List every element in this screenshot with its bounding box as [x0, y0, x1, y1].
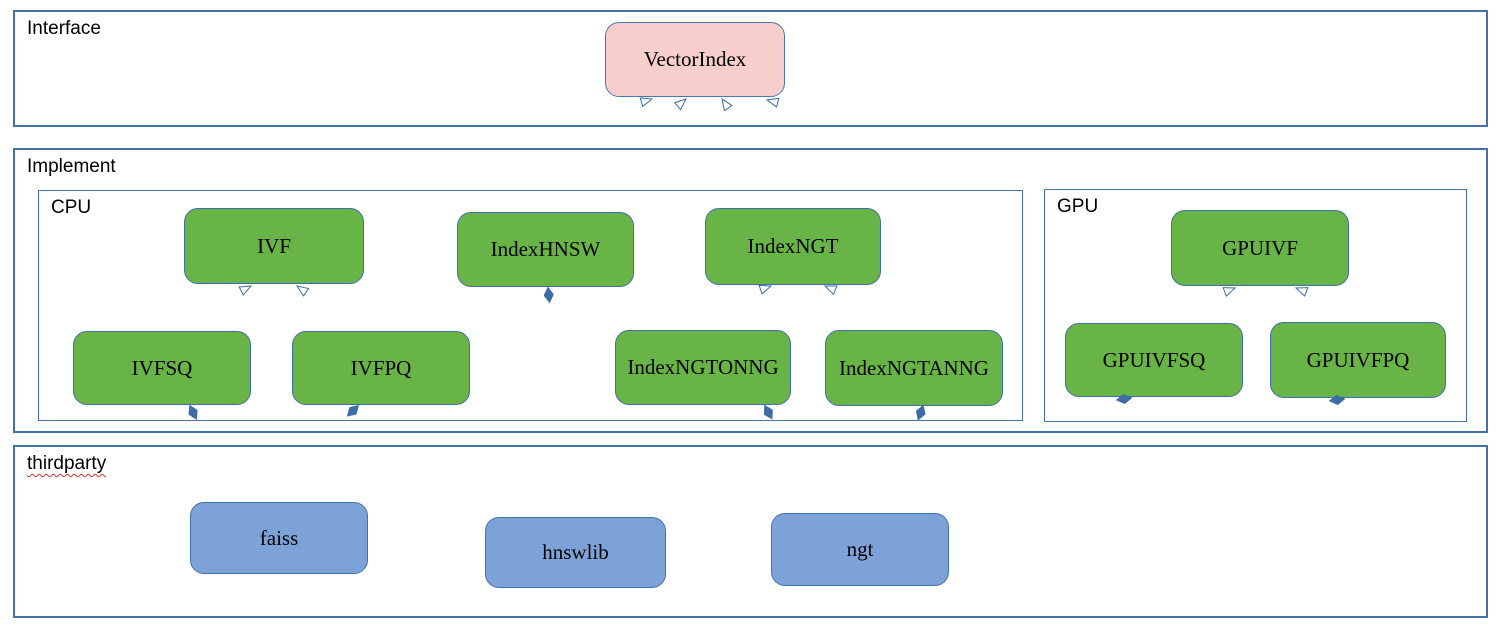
node-faiss[interactable]: faiss	[190, 502, 368, 574]
node-indexngtonng[interactable]: IndexNGTONNG	[615, 330, 791, 405]
container-interface[interactable]: Interface	[13, 10, 1488, 127]
node-gpuivfsq[interactable]: GPUIVFSQ	[1065, 323, 1243, 397]
node-label-ngt: ngt	[846, 537, 874, 561]
node-ivfpq[interactable]: IVFPQ	[292, 331, 470, 405]
node-label-hnswlib: hnswlib	[542, 540, 609, 564]
container-cpu[interactable]: CPU	[38, 190, 1023, 421]
container-thirdparty[interactable]: thirdparty	[13, 445, 1488, 618]
node-vectorindex[interactable]: VectorIndex	[605, 22, 785, 97]
node-label-indexngtonng: IndexNGTONNG	[627, 355, 779, 379]
node-indexngt[interactable]: IndexNGT	[705, 208, 881, 285]
node-label-faiss: faiss	[259, 525, 299, 550]
node-label-gpuivf: GPUIVF	[1222, 235, 1298, 260]
node-label-gpuivfpq: GPUIVFPQ	[1306, 347, 1410, 372]
container-implement[interactable]: Implement	[13, 148, 1488, 433]
node-label-vectorindex: VectorIndex	[643, 47, 747, 71]
container-gpu[interactable]: GPU	[1044, 189, 1467, 422]
node-gpuivf[interactable]: GPUIVF	[1171, 210, 1349, 286]
container-label-implement: Implement	[27, 156, 116, 177]
container-label-gpu: GPU	[1057, 196, 1099, 217]
node-label-ivfpq: IVFPQ	[350, 355, 412, 380]
node-gpuivfpq[interactable]: GPUIVFPQ	[1270, 322, 1446, 398]
node-indexngtanng[interactable]: IndexNGTANNG	[825, 330, 1003, 406]
node-label-indexngtanng: IndexNGTANNG	[839, 355, 989, 380]
node-label-indexhnsw: IndexHNSW	[490, 237, 601, 261]
node-label-ivf: IVF	[257, 233, 291, 258]
container-label-cpu: CPU	[51, 197, 92, 218]
node-label-indexngt: IndexNGT	[747, 234, 839, 258]
container-label-interface: Interface	[27, 18, 101, 39]
node-hnswlib[interactable]: hnswlib	[485, 517, 666, 588]
node-indexhnsw[interactable]: IndexHNSW	[457, 212, 634, 287]
container-label-thirdparty: thirdparty	[27, 453, 107, 474]
node-label-ivfsq: IVFSQ	[131, 355, 193, 380]
node-ngt[interactable]: ngt	[771, 513, 949, 586]
node-ivf[interactable]: IVF	[184, 208, 364, 284]
node-label-gpuivfsq: GPUIVFSQ	[1102, 347, 1206, 372]
node-ivfsq[interactable]: IVFSQ	[73, 331, 251, 405]
